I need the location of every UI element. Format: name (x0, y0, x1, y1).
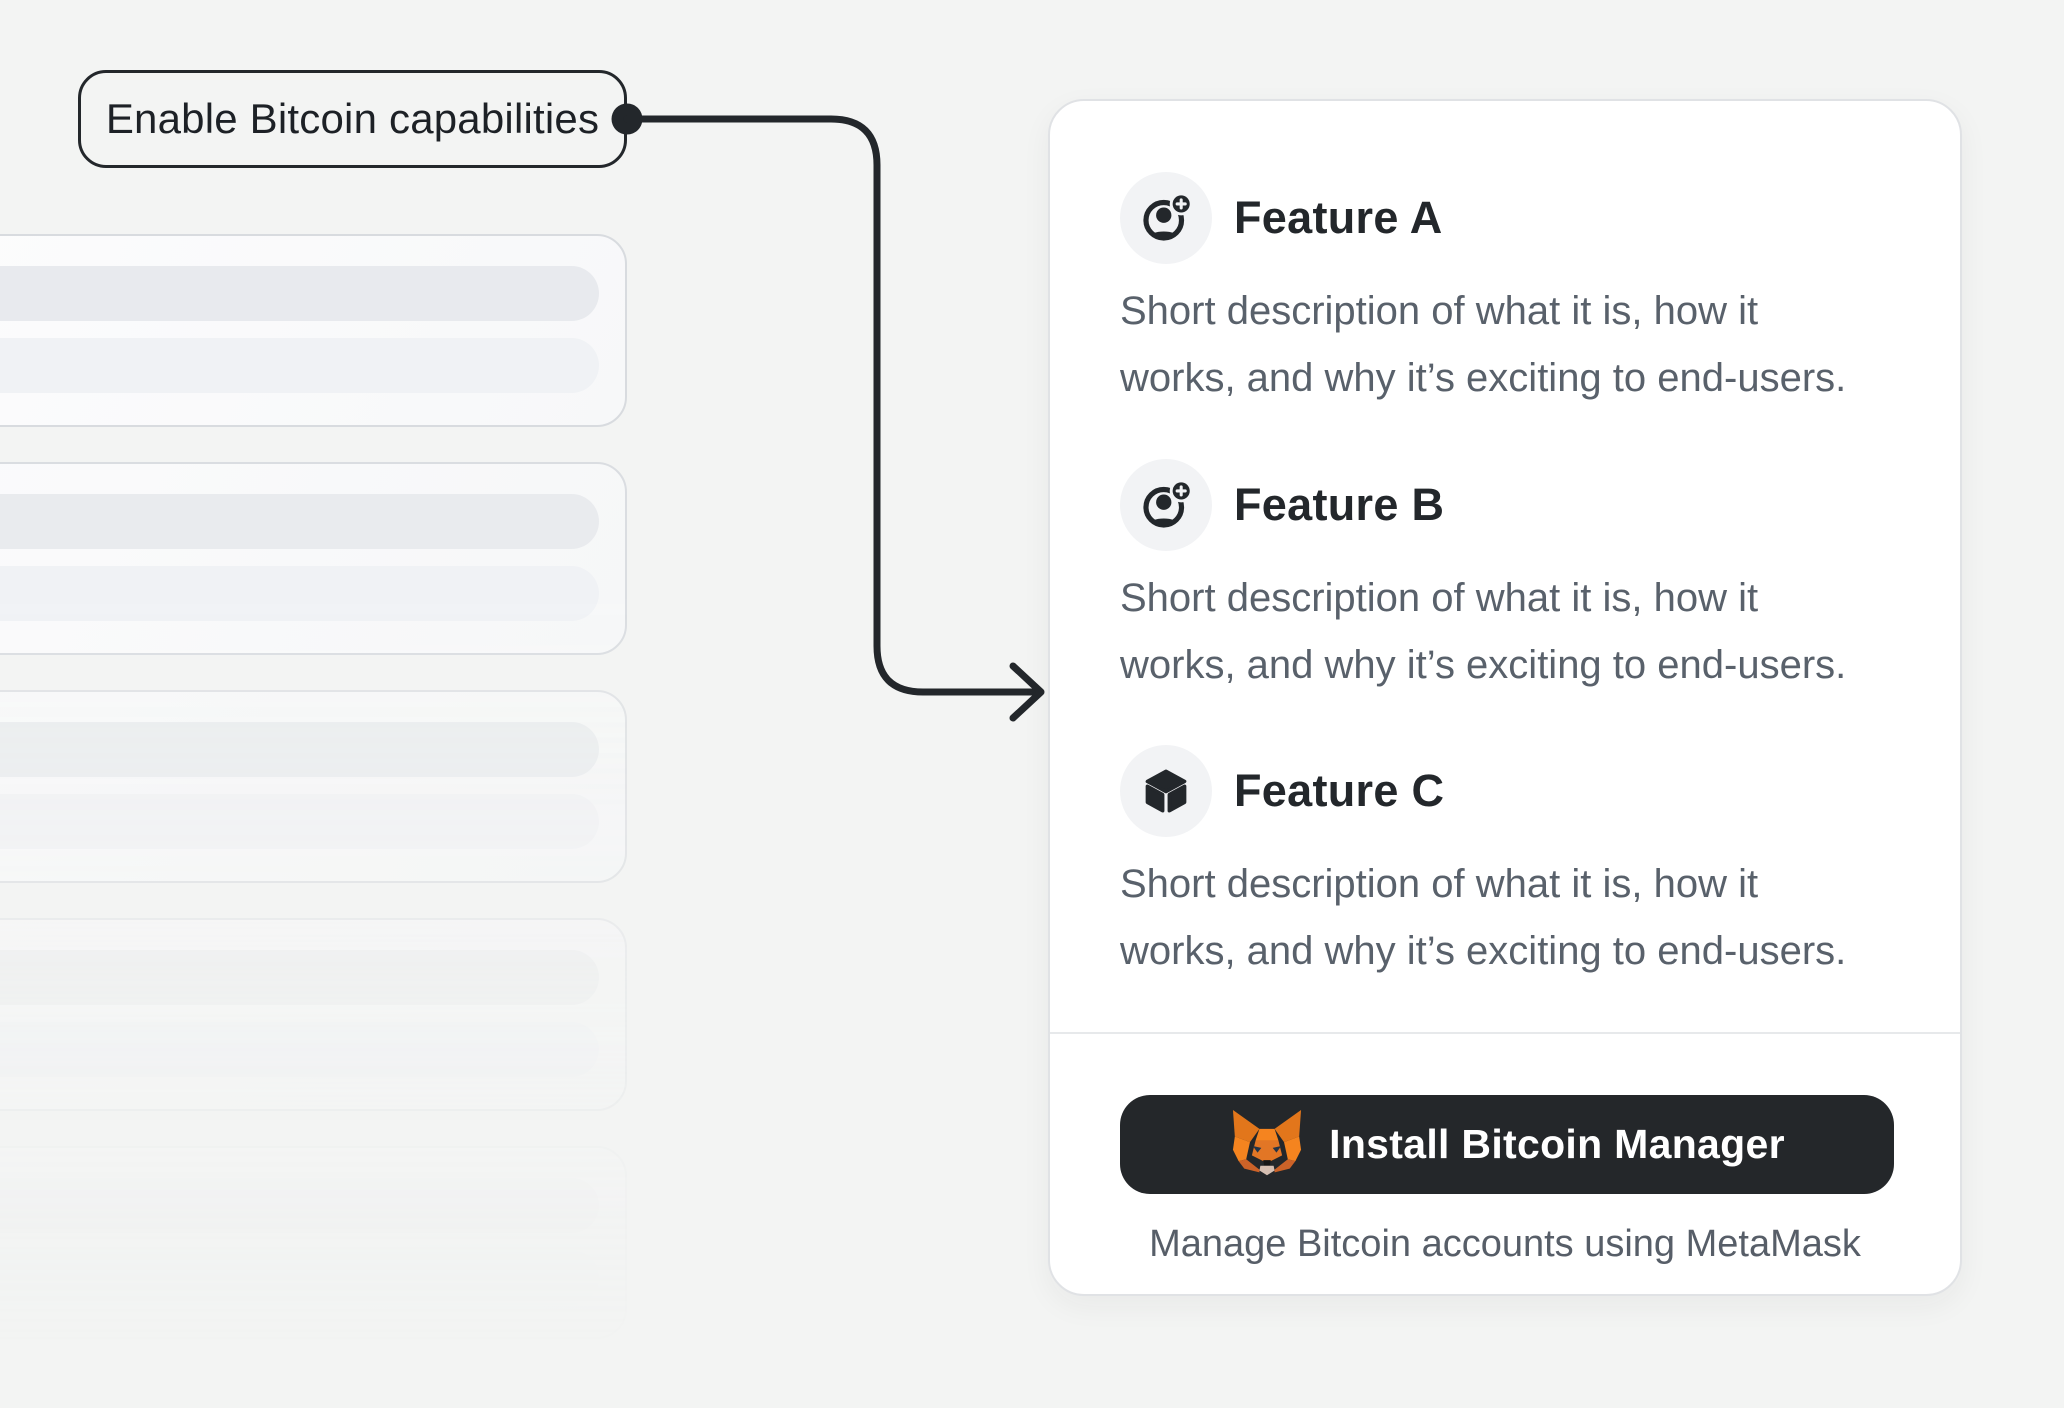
skeleton-card (0, 918, 627, 1111)
callout-label-text: Enable Bitcoin capabilities (105, 95, 600, 142)
feature-description-line: Short description of what it is, how it (1120, 576, 1759, 620)
install-bitcoin-manager-button[interactable]: Install Bitcoin Manager (1120, 1095, 1894, 1194)
feature-header: Feature B (1120, 459, 1894, 551)
skeleton-line (0, 1022, 599, 1077)
skeleton-line (0, 566, 599, 621)
skeleton-card (0, 462, 627, 655)
skeleton-card (0, 234, 627, 427)
feature-item: Feature B Short description of what it i… (1120, 459, 1894, 699)
feature-title: Feature C (1234, 765, 1445, 816)
feature-description: Short description of what it is, how it … (1120, 278, 1894, 412)
skeleton-card (0, 690, 627, 883)
cube-icon (1120, 745, 1212, 837)
feature-title: Feature A (1234, 192, 1443, 243)
account-plus-icon (1120, 172, 1212, 264)
divider (1050, 1032, 1960, 1034)
install-button-label: Install Bitcoin Manager (1329, 1121, 1785, 1167)
feature-item: Feature A Short description of what it i… (1120, 172, 1894, 412)
features-card: Feature A Short description of what it i… (1048, 99, 1962, 1296)
skeleton-list (0, 234, 660, 1408)
skeleton-line (0, 722, 599, 777)
feature-item: Feature C Short description of what it i… (1120, 745, 1894, 985)
card-caption: Manage Bitcoin accounts using MetaMask (1149, 1223, 1861, 1265)
skeleton-card (0, 1146, 627, 1339)
metamask-fox-icon (1229, 1109, 1305, 1180)
skeleton-line (0, 1178, 599, 1233)
callout-label: Enable Bitcoin capabilities (78, 70, 627, 168)
feature-header: Feature C (1120, 745, 1894, 837)
feature-description-line: works, and why it’s exciting to end-user… (1120, 643, 1847, 687)
account-plus-icon (1120, 459, 1212, 551)
skeleton-line (0, 794, 599, 849)
skeleton-line (0, 1250, 599, 1305)
arrowhead-icon (1009, 662, 1045, 722)
feature-description: Short description of what it is, how it … (1120, 565, 1894, 699)
feature-description-line: works, and why it’s exciting to end-user… (1120, 929, 1847, 973)
feature-description-line: works, and why it’s exciting to end-user… (1120, 356, 1847, 400)
feature-description-line: Short description of what it is, how it (1120, 289, 1759, 333)
feature-description-line: Short description of what it is, how it (1120, 862, 1759, 906)
feature-header: Feature A (1120, 172, 1894, 264)
skeleton-line (0, 266, 599, 321)
feature-description: Short description of what it is, how it … (1120, 851, 1894, 985)
skeleton-line (0, 950, 599, 1005)
skeleton-line (0, 338, 599, 393)
connector-line (623, 115, 1040, 696)
feature-title: Feature B (1234, 479, 1445, 530)
skeleton-line (0, 494, 599, 549)
